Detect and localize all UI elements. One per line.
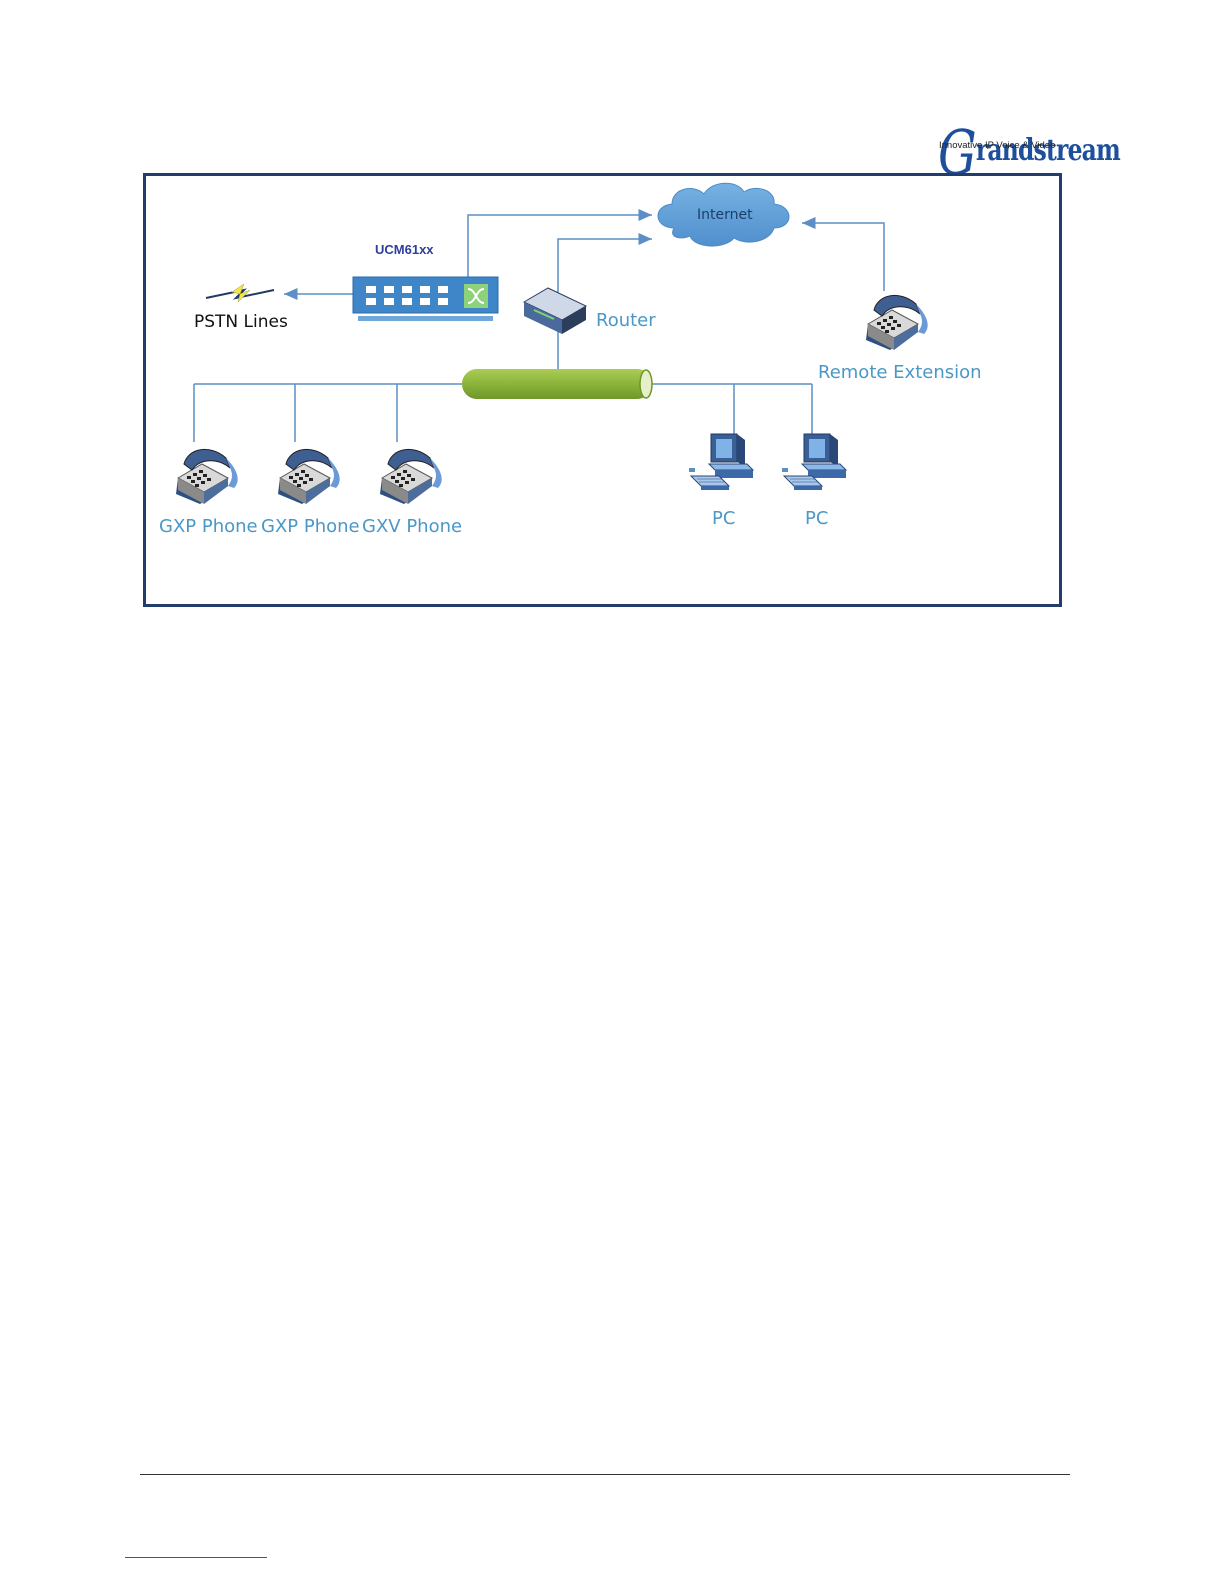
gxp-phone-2-icon [278, 449, 340, 504]
gxp-phone-1-icon [176, 449, 238, 504]
phone-label-1: GXP Phone [159, 516, 258, 537]
ucm61xx-device-icon [353, 277, 498, 321]
pc-1-icon [689, 434, 753, 490]
lan-bus [462, 369, 652, 399]
phone-label-2: GXP Phone [261, 516, 360, 537]
internet-label: Internet [697, 207, 753, 223]
pc-2-icon [782, 434, 846, 490]
pc-label-2: PC [805, 508, 828, 529]
router-label: Router [596, 310, 656, 331]
gxv-phone-icon [380, 449, 442, 504]
pc-label-1: PC [712, 508, 735, 529]
footer-divider [140, 1474, 1070, 1475]
remote-extension-phone-icon [866, 295, 928, 350]
logo-tagline: Innovative IP Voice & Video [939, 140, 1055, 151]
ucm61xx-label: UCM61xx [375, 242, 434, 257]
diagram-canvas [146, 176, 1059, 604]
network-diagram: Internet UCM61xx Router PSTN Lines Remot… [143, 173, 1062, 607]
grandstream-logo: Grandstream Innovative IP Voice & Video [928, 76, 1068, 156]
connection-lines [194, 215, 884, 442]
phone-label-3: GXV Phone [362, 516, 462, 537]
pstn-lightning-icon [206, 284, 274, 302]
pstn-lines-label: PSTN Lines [194, 312, 288, 332]
remote-extension-label: Remote Extension [818, 362, 982, 383]
footer-link-underline [125, 1557, 267, 1558]
router-icon [524, 288, 586, 334]
logo-wordmark: Grandstream [938, 102, 1120, 175]
